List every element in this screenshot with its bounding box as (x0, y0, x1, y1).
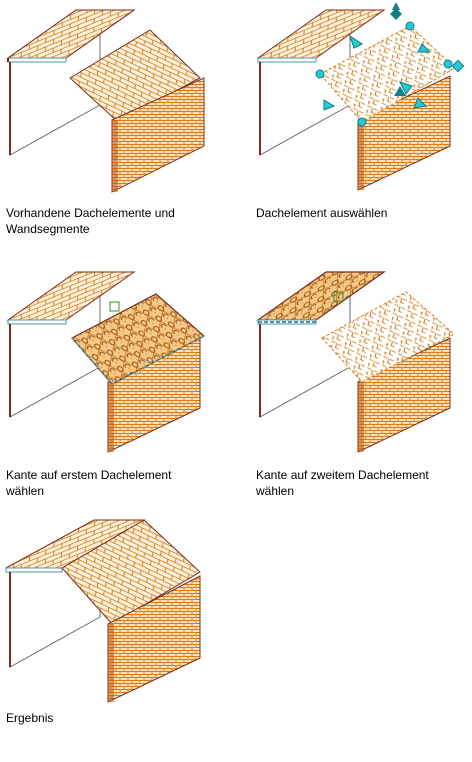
roof-wall-illustration (256, 271, 455, 453)
step-panel-existing: Vorhandene Dachelemente und Wandsegmente (0, 0, 236, 250)
pick-box[interactable] (109, 301, 120, 312)
step-caption: Kante auf zweitem Dachelement wählen (256, 468, 429, 498)
step-caption: Ergebnis (6, 711, 54, 725)
roof-wall-illustration (5, 519, 201, 703)
roof-wall-illustration (256, 2, 465, 191)
pick-box[interactable] (333, 291, 344, 302)
step-caption: Vorhandene Dachelemente und Wandsegmente (6, 206, 175, 236)
step-panel-edge-first: Kante auf erstem Dachelement wählen (0, 262, 236, 512)
roof-wall-illustration (6, 9, 205, 193)
step-caption: Dachelement auswählen (256, 206, 388, 220)
grip-handles[interactable] (315, 2, 465, 127)
step-caption: Kante auf erstem Dachelement wählen (6, 468, 172, 498)
roof-wall-illustration (6, 271, 206, 453)
step-panel-result: Ergebnis (0, 512, 236, 762)
step-panel-select-roof: Dachelement auswählen (250, 0, 472, 250)
step-panel-edge-second: Kante auf zweitem Dachelement wählen (250, 262, 472, 512)
